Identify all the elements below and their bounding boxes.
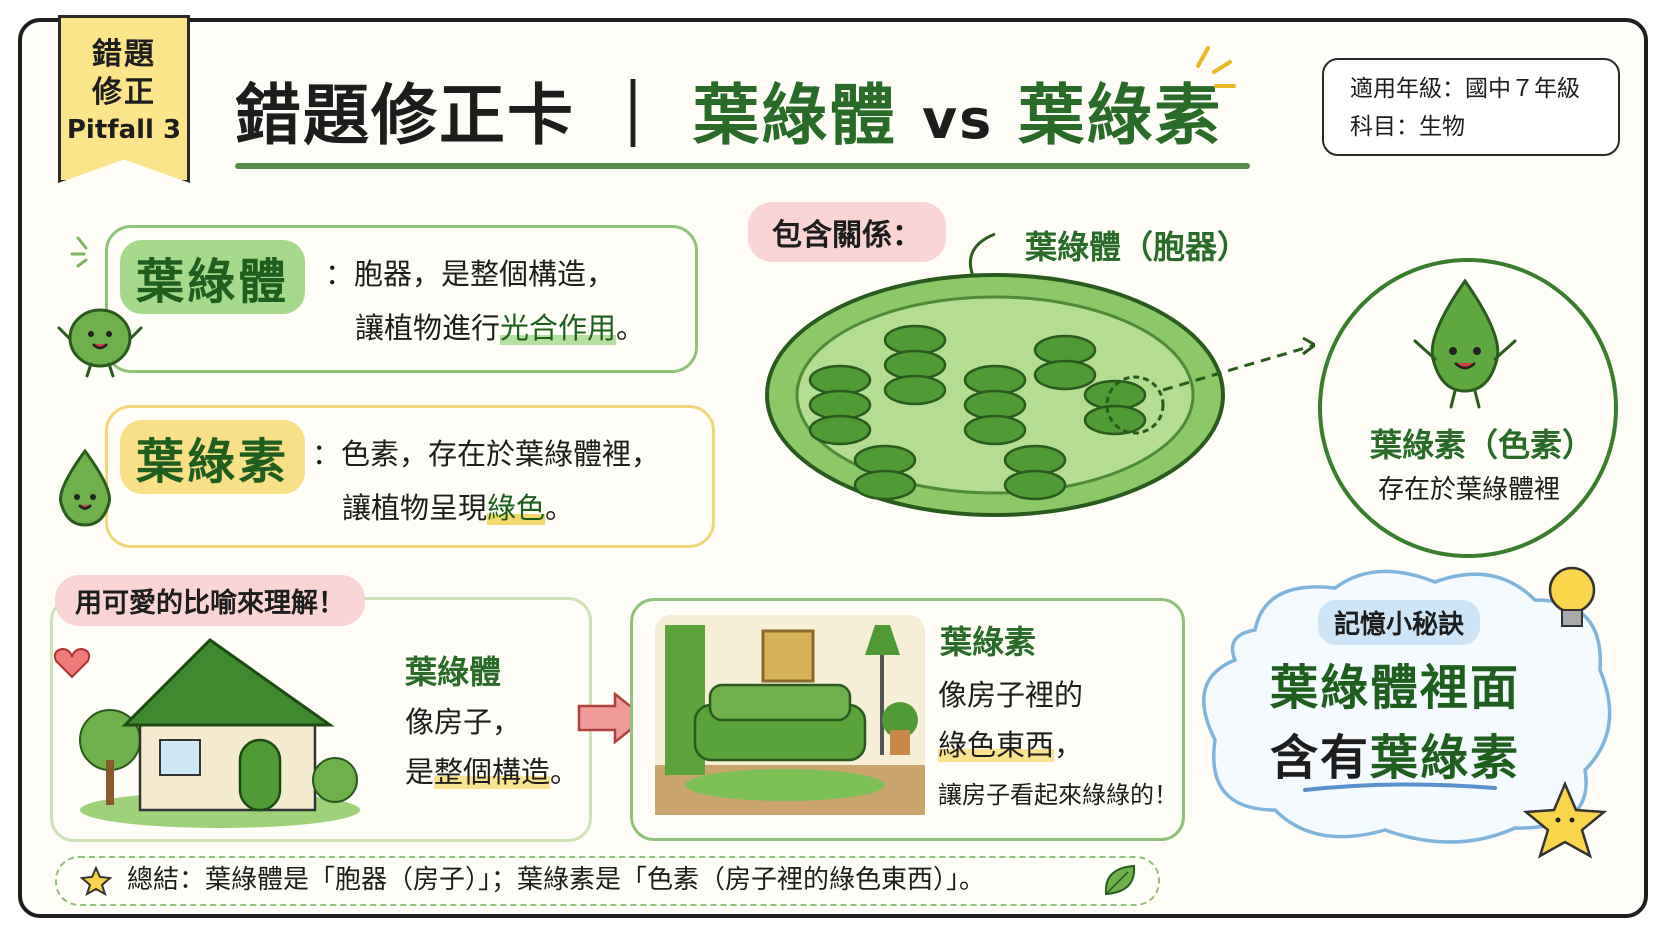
lightbulb-icon [1548,566,1596,627]
ribbon-line1: 錯題 [92,37,156,72]
chlorophyll-term: 葉綠素 [120,420,306,494]
chloroplast-def-pre: 讓植物進行 [355,311,501,345]
memory-line2-pre: 含有 [1270,730,1371,786]
green-color-highlight: 綠色 [487,491,546,525]
room-line3: 讓房子看起來綠綠的！ [938,781,1178,809]
house-illustration [79,638,360,828]
chloroplast-def-line2: 讓植物進行光合作用。 [355,302,645,354]
house-line2: 是整個構造。 [405,747,579,797]
pitfall-ribbon: 錯題 修正 Pitfall 3 [58,15,190,183]
room-line2: 綠色東西， [938,720,1083,770]
inclusion-label: 包含關係： [748,202,946,262]
chlorophyll-def-line2: 讓植物呈現綠色。 [342,482,574,534]
chlorophyll-location-label: 存在於葉綠體裡 [1378,475,1561,505]
summary-bar: 總結：葉綠體是「胞器（房子）」；葉綠素是「色素（房子裡的綠色東西）」。 [55,856,1160,906]
title-vs: vs [921,88,994,151]
chlorophyll-def-line1: ：色素，存在於葉綠體裡， [312,437,661,471]
chloroplast-def-line1: ：胞器，是整個構造， [325,257,616,291]
star-icon [80,866,112,896]
chlorophyll-pigment-label: 葉綠素（色素） [1370,426,1595,464]
house-line1: 像房子， [405,705,522,739]
summary-text: 總結：葉綠體是「胞器（房子）」；葉綠素是「色素（房子裡的綠色東西）」。 [127,865,986,895]
ribbon-line3: Pitfall 3 [66,115,182,145]
whole-structure-highlight: 整個構造 [434,755,551,789]
chloroplast-illustration [765,232,1315,517]
room-line2-post: ， [1054,728,1084,762]
photosynthesis-highlight: 光合作用 [500,311,617,345]
title-separator: ｜ [599,77,668,154]
heart-icon [53,647,91,679]
chlorophyll-drop-mascot-icon [59,448,111,527]
room-line1: 像房子裡的 [938,678,1084,712]
title-underline [235,163,1250,169]
analogy-label: 用可愛的比喻來理解！ [55,575,365,626]
star-mascot-icon [1522,780,1608,859]
house-line2-post: 。 [550,755,580,789]
chlorophyll-def-pre: 讓植物呈現 [342,491,488,525]
chlorophyll-def-post: 。 [545,491,575,525]
grade-level: 適用年級：國中７年級 [1350,76,1580,102]
title-part1: 錯題修正卡 [235,77,575,154]
subject: 科目：生物 [1350,114,1465,140]
memory-chlorophyll: 葉綠素 [1370,730,1521,786]
memory-line2: 含有葉綠素 [1270,718,1520,788]
chloroplast-mascot-icon [57,308,143,378]
memory-tip-tag: 記憶小秘訣 [1318,600,1481,645]
title-term2: 葉綠素 [1018,77,1223,154]
grade-info-box: 適用年級：國中７年級 科目：生物 [1322,58,1620,156]
chlorophyll-drop-mascot-icon [1413,278,1517,409]
chloroplast-term: 葉綠體 [120,240,306,314]
title-term1: 葉綠體 [692,77,897,154]
ribbon-line2: 修正 [92,75,156,110]
living-room-illustration [655,615,925,815]
memory-line1: 葉綠體裡面 [1270,660,1521,716]
chloroplast-organelle-label: 葉綠體（胞器） [1025,228,1250,266]
chloroplast-def-post: 。 [616,311,646,345]
sparkle-lines-icon [1196,46,1236,88]
green-things-highlight: 綠色東西 [938,728,1055,762]
house-line2-pre: 是 [405,755,435,789]
house-term: 葉綠體 [405,653,502,691]
room-term: 葉綠素 [940,623,1037,661]
leaf-icon [1104,864,1136,896]
sparkle-lines-icon [70,236,88,268]
page-title: 錯題修正卡 ｜ 葉綠體 vs 葉綠素 [235,62,1222,158]
